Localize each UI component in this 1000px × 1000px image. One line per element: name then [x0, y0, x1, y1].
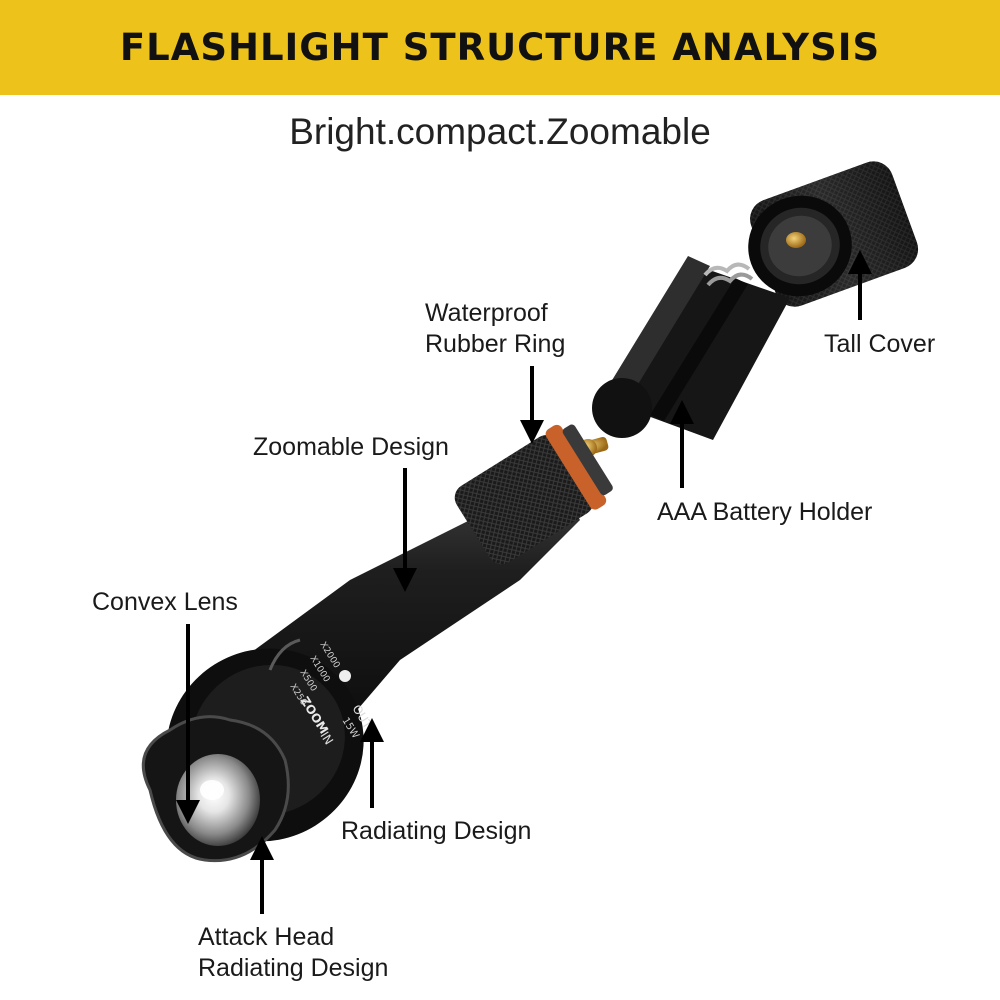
label-tall-cover: Tall Cover: [824, 330, 936, 358]
label-zoomable-design: Zoomable Design: [253, 433, 449, 461]
label-convex-lens: Convex Lens: [92, 588, 238, 616]
label-waterproof-ring: Waterproof Rubber Ring: [425, 299, 566, 358]
label-battery-holder: AAA Battery Holder: [657, 498, 873, 526]
label-radiating-design: Radiating Design: [341, 817, 532, 845]
brass-contact-icon: [786, 232, 806, 248]
tail-cover: [748, 161, 919, 307]
spring-icon: [703, 262, 751, 277]
page-title: FLASHLIGHT STRUCTURE ANALYSIS: [119, 26, 881, 69]
label-attack-head: Attack Head Radiating Design: [198, 923, 389, 982]
attack-head: [141, 715, 290, 863]
page-subtitle: Bright.compact.Zoomable: [289, 111, 711, 152]
battery-holder: [575, 256, 790, 458]
dot-icon: [339, 670, 351, 682]
flashlight-body: ZOOM OUT IN 15W X250 X500 X1000 X2000: [166, 424, 613, 842]
title-banner: FLASHLIGHT STRUCTURE ANALYSIS: [0, 0, 1000, 95]
rubber-ring: [545, 424, 607, 510]
